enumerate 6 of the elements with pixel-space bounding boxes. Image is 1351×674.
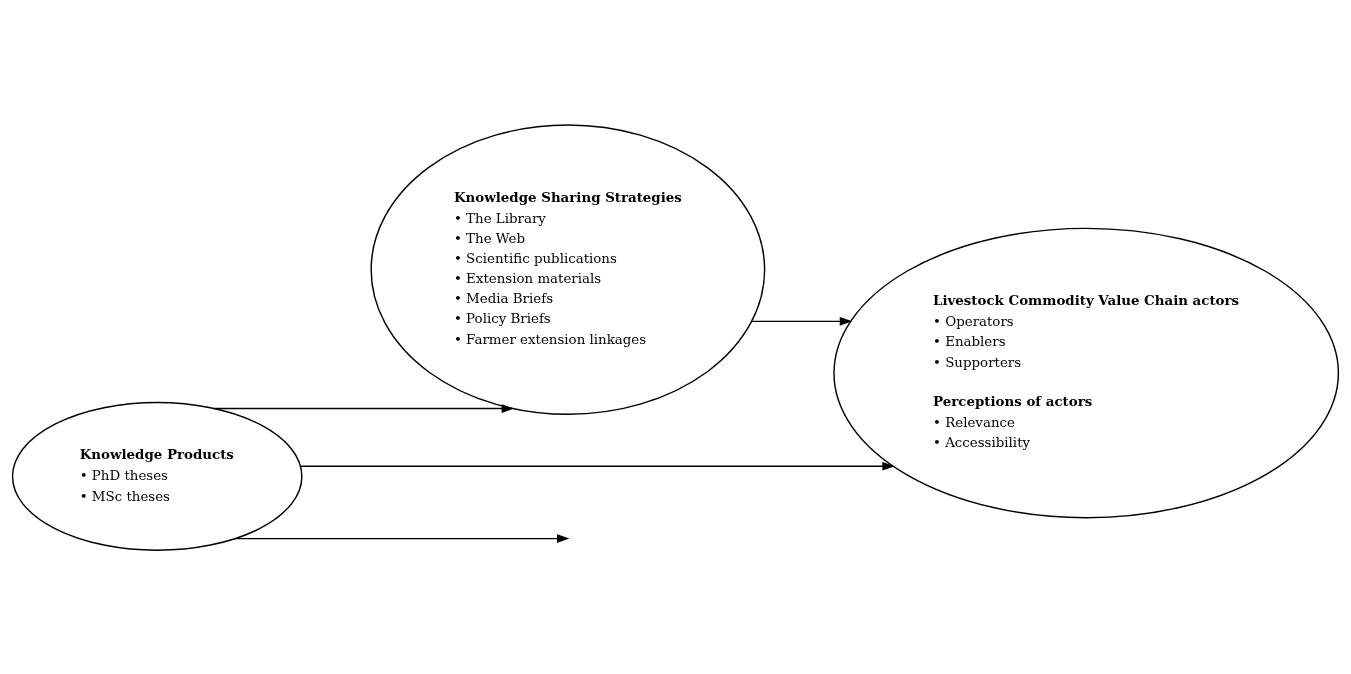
arrow	[234, 533, 570, 543]
node-ellipse: Knowledge Products • PhD theses • MSc theses	[11, 401, 303, 551]
node-ellipse: Livestock Commodity Value Chain actors • Operators • Enablers • Supporters Perceptions of actors • Relevance • Accessibility	[833, 227, 1340, 518]
arrow	[300, 461, 895, 471]
arrow	[213, 403, 515, 413]
arrow	[751, 316, 853, 326]
